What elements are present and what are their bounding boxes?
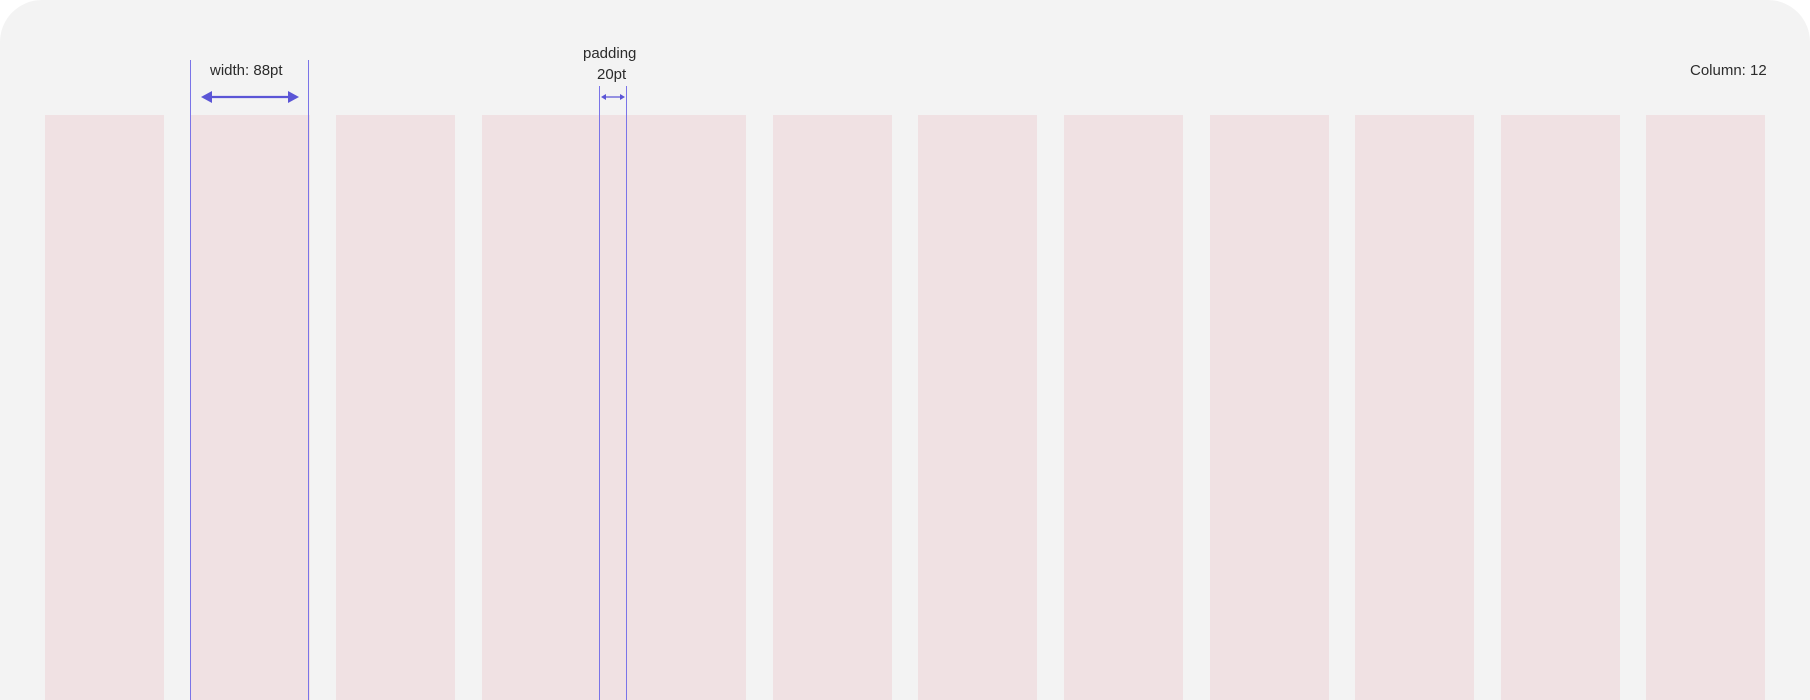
width-guide-right <box>308 60 309 700</box>
grid-column-9 <box>1210 115 1329 700</box>
grid-column-6 <box>773 115 892 700</box>
grid-column-7 <box>918 115 1037 700</box>
grid-column-12 <box>1646 115 1765 700</box>
grid-column-10 <box>1355 115 1474 700</box>
grid-column-3 <box>336 115 455 700</box>
padding-arrow-icon <box>601 94 625 100</box>
padding-guide-left <box>599 86 600 700</box>
column-count-label: Column: 12 <box>1690 62 1767 79</box>
width-arrow-icon <box>201 91 299 103</box>
padding-value-label: 20pt <box>597 66 627 83</box>
grid-column-8 <box>1064 115 1183 700</box>
grid-column-4 <box>482 115 601 700</box>
padding-label: padding <box>583 45 637 62</box>
width-label: width: 88pt <box>210 62 283 79</box>
grid-column-1 <box>45 115 164 700</box>
grid-column-11 <box>1501 115 1620 700</box>
grid-column-2 <box>191 115 310 700</box>
width-guide-left <box>190 60 191 700</box>
grid-column-5 <box>601 115 746 700</box>
padding-guide-right <box>626 86 627 700</box>
